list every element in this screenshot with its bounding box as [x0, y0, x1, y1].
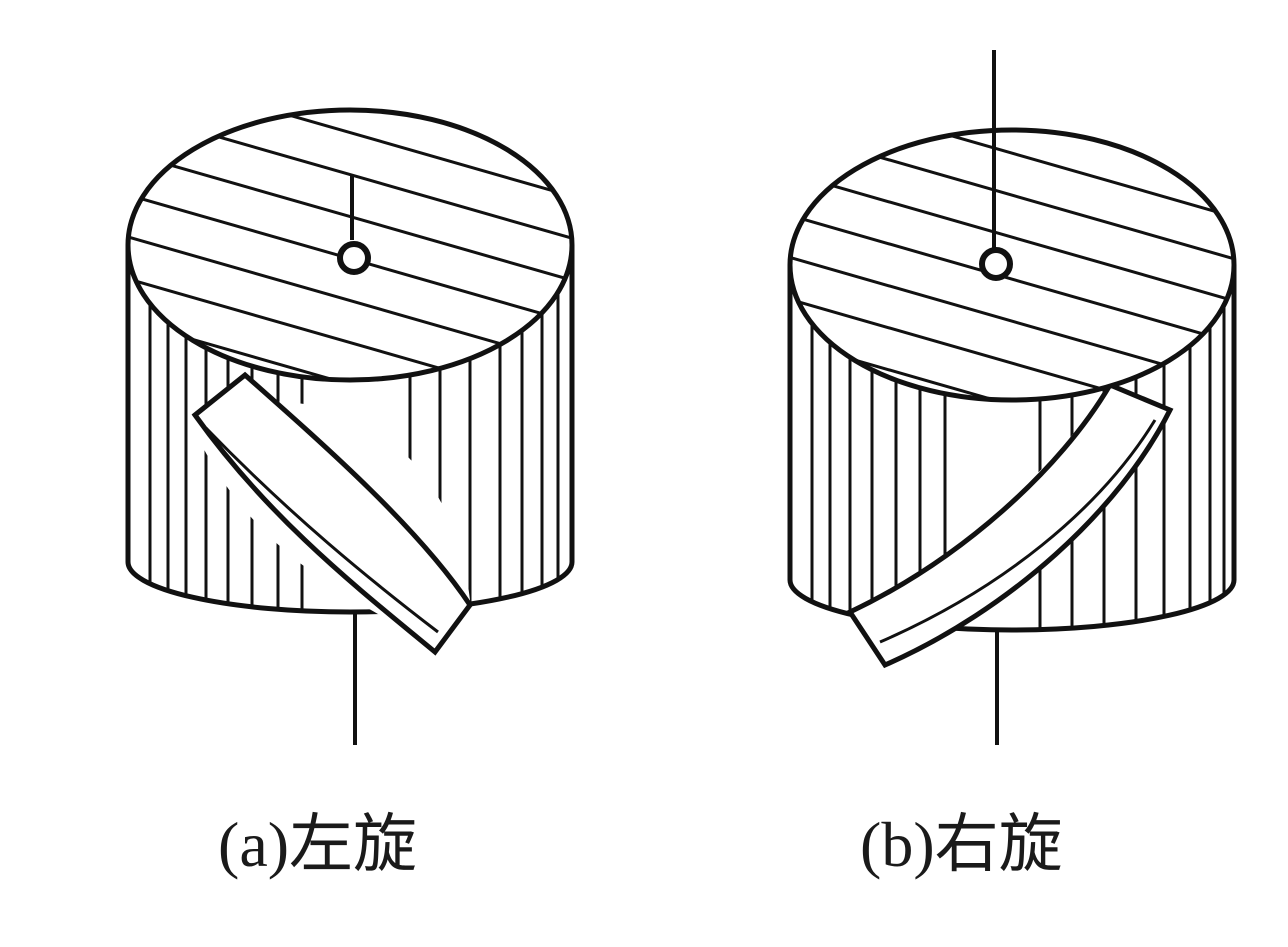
panel-right-handed — [787, 50, 1237, 745]
caption-right-handed: (b)右旋 — [860, 809, 1063, 880]
helical-band — [846, 381, 1174, 669]
axis-hole — [979, 247, 1013, 281]
helical-band — [191, 371, 474, 656]
axis-hole — [337, 241, 371, 275]
caption-left-handed: (a)左旋 — [218, 809, 418, 880]
panel-left-handed — [125, 107, 575, 745]
